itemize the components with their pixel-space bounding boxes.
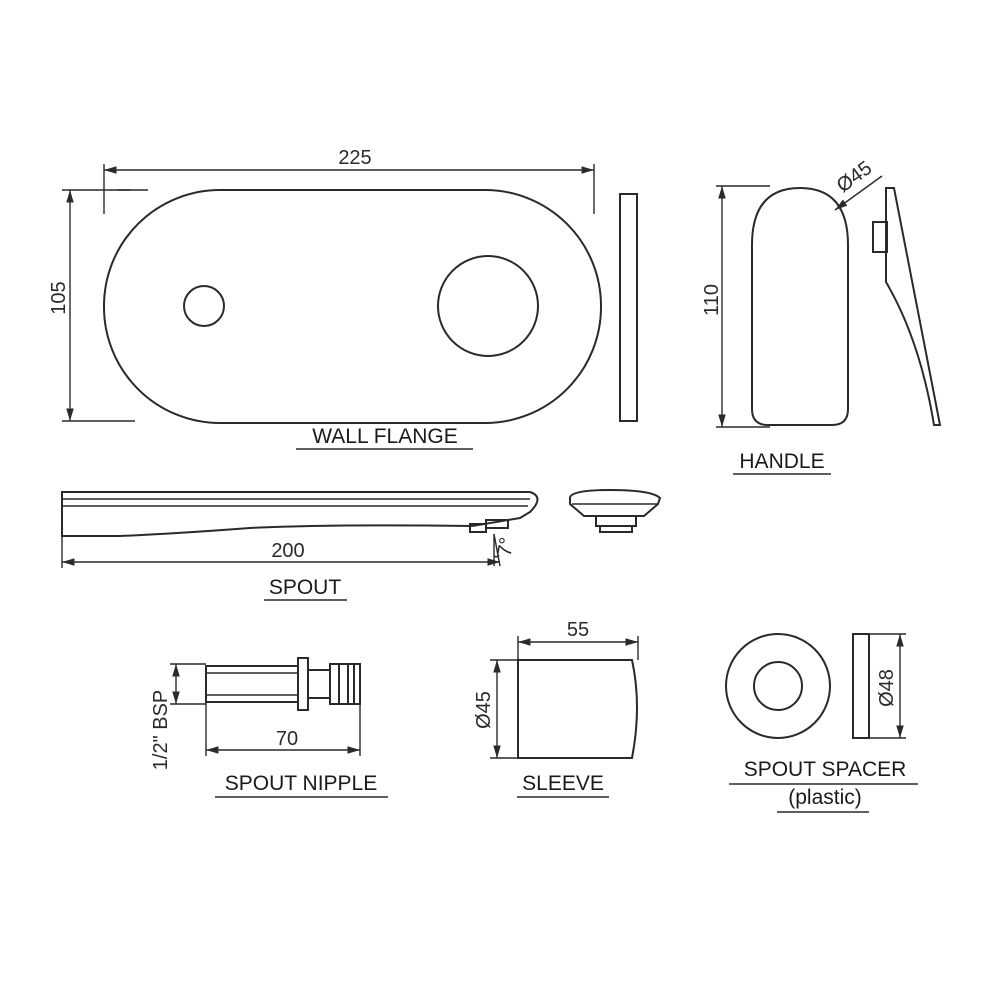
spout-body <box>61 491 539 537</box>
wall-flange-side-profile <box>619 193 638 422</box>
spout-view: 200 7° SPOUT <box>61 488 662 601</box>
spout-angle-dim: 7° <box>494 536 519 559</box>
spout-length-dim: 200 <box>271 540 304 562</box>
spout-nipple-length-dim: 70 <box>276 728 298 750</box>
handle-side-profile <box>885 187 942 426</box>
spout-nipple-thread <box>329 663 361 705</box>
wall-flange-small-hole <box>183 285 225 327</box>
spout-spacer-subtitle: (plastic) <box>788 786 862 809</box>
sleeve-body <box>517 659 638 759</box>
sleeve-view: 55 Ø45 SLEEVE <box>473 619 639 798</box>
sleeve-title: SLEEVE <box>522 772 604 795</box>
spout-spacer-inner-hole <box>753 661 803 711</box>
handle-side-stub <box>872 221 888 253</box>
handle-body <box>751 186 849 426</box>
wall-flange-view: 225 105 WALL FLANGE <box>48 147 638 450</box>
spout-end-outlet <box>595 515 637 527</box>
sleeve-diameter-dim: Ø45 <box>473 691 495 729</box>
spout-nipple-view: 70 1/2" BSP SPOUT NIPPLE <box>150 657 388 798</box>
handle-diameter-dim: Ø45 <box>833 157 877 197</box>
wall-flange-width-dim: 225 <box>338 147 371 169</box>
spout-spacer-outer-ring <box>725 633 831 739</box>
spout-title: SPOUT <box>269 576 342 599</box>
wall-flange-large-hole <box>437 255 539 357</box>
spout-nipple-title: SPOUT NIPPLE <box>225 772 378 795</box>
handle-title: HANDLE <box>739 450 824 473</box>
wall-flange-height-dim: 105 <box>48 281 70 314</box>
handle-diameter-leader <box>834 175 883 211</box>
wall-flange-plate <box>103 189 602 424</box>
spout-spacer-title: SPOUT SPACER <box>744 758 907 781</box>
spout-spacer-side-profile <box>852 633 870 739</box>
handle-view: 110 Ø45 HANDLE <box>701 157 942 475</box>
spout-nipple-thread-dim: 1/2" BSP <box>150 690 172 770</box>
spout-spacer-view: Ø48 SPOUT SPACER (plastic) <box>725 633 918 813</box>
spout-nipple-body <box>205 665 299 703</box>
handle-height-dim: 110 <box>701 284 723 316</box>
sleeve-length-dim: 55 <box>567 619 589 641</box>
spout-spacer-diameter-dim: Ø48 <box>876 669 898 707</box>
spout-nipple-collar <box>297 657 309 711</box>
wall-flange-title: WALL FLANGE <box>312 425 457 448</box>
spout-end-view <box>569 488 662 517</box>
